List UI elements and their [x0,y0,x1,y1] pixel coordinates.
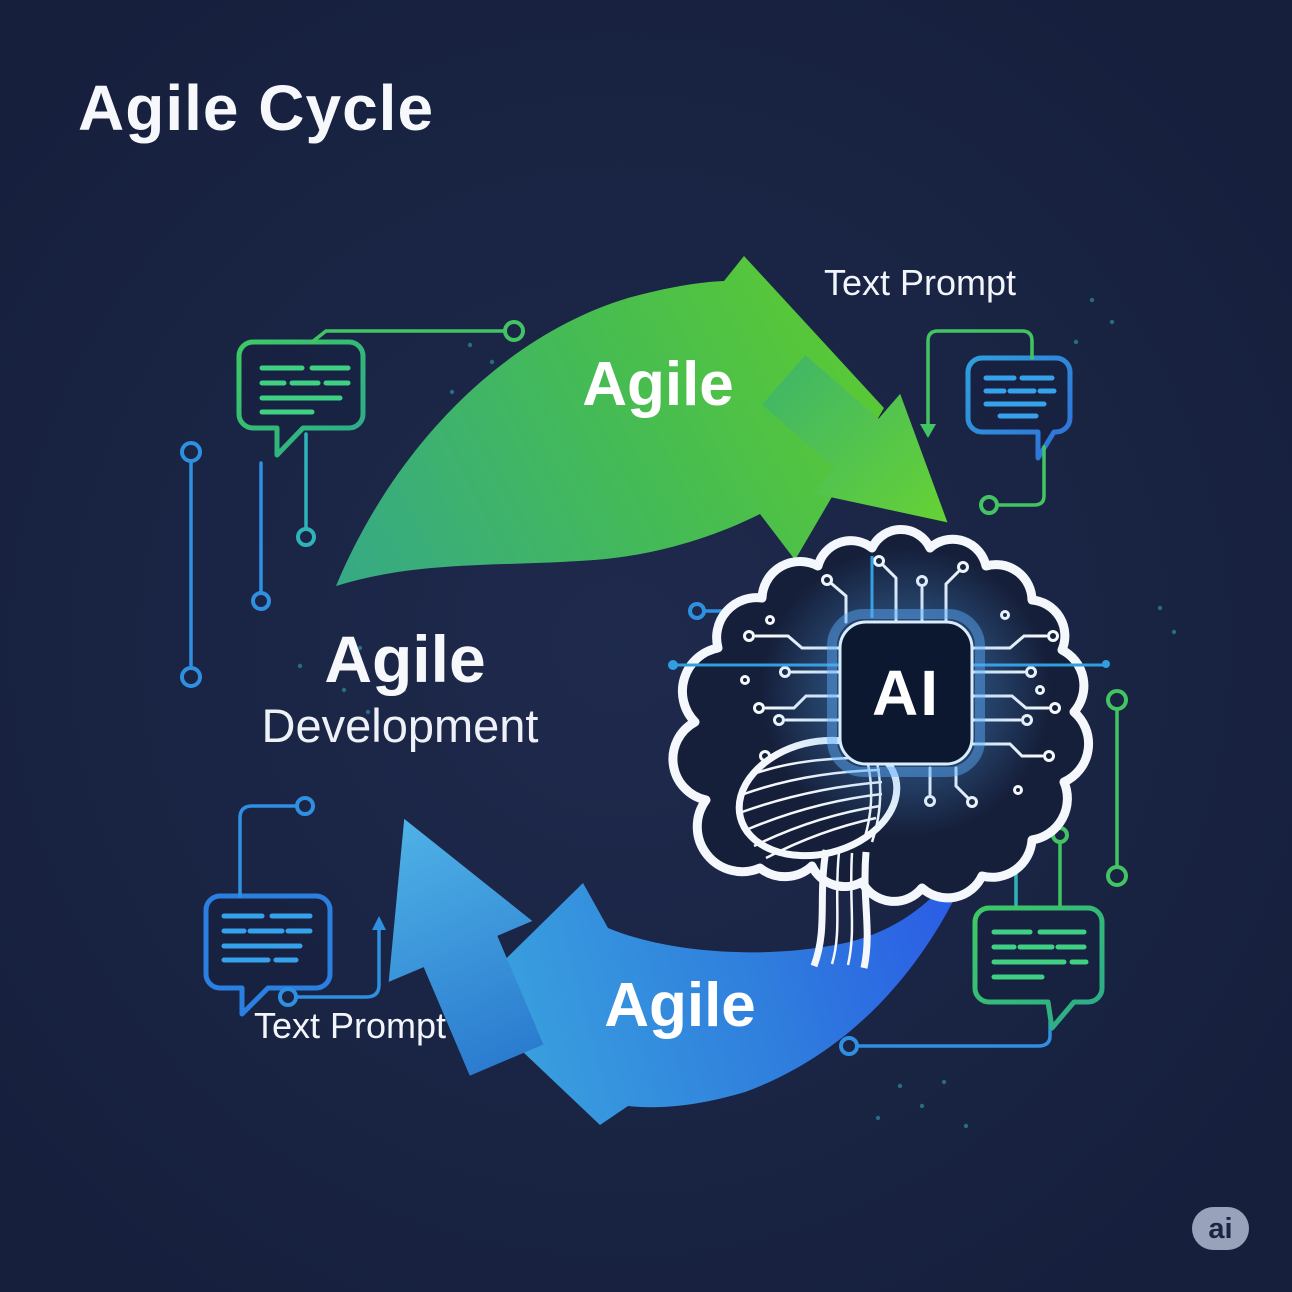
text-prompt-label-top: Text Prompt [824,262,1016,303]
arrow-down-icon [920,424,936,438]
bottom-arrow-label: Agile [604,971,756,1040]
center-title: Agile [324,622,485,696]
circuit-node [1106,865,1128,887]
circuit-node [295,796,315,816]
center-subtitle: Development [262,699,539,752]
circuit-node [839,1036,859,1056]
circuit-node [180,666,202,688]
circuit-node [668,660,678,670]
text-prompt-label-bottom: Text Prompt [254,1005,446,1046]
circuit-connector-top-right [920,329,1046,515]
arrow-up-icon [372,916,386,930]
top-arrow-label: Agile [582,350,734,419]
bubble-text-lines [259,365,351,415]
circuit-node [296,527,316,547]
circuit-node [1102,660,1110,668]
bubble-text-lines [983,375,1057,419]
circuit-node [251,591,271,611]
circuit-node [503,320,525,342]
ai-chip: AI [761,547,1051,837]
watermark-badge: ai [1192,1207,1249,1250]
chat-bubble-icon-top-right [965,355,1073,461]
badge-pill [1192,1207,1249,1250]
green-curved-arrow-shape [336,256,884,586]
bubble-text-lines [221,913,313,963]
badge-label: ai [1208,1213,1232,1245]
circuit-connector-bottom-right [839,689,1128,1056]
circuit-node [979,495,999,515]
circuit-connector-top-left [180,320,525,688]
green-arrowhead-icon [762,355,948,523]
circuit-connector-bottom-left [238,796,386,1007]
chat-bubble-icon-bottom-right [972,905,1105,1031]
ai-chip-label: AI [872,657,940,729]
chat-bubble-icon-bottom-left [203,893,333,1017]
page-title: Agile Cycle [78,72,434,144]
blue-curved-arrow-shape [466,818,988,1125]
chat-bubble-icon-top-left [236,339,366,458]
bubble-text-lines [991,929,1089,980]
blue-arrowhead-icon [388,818,544,1076]
top-agile-arrow: Agile [336,256,948,586]
bottom-agile-arrow: Agile [388,818,988,1125]
brain-stem [810,849,871,969]
